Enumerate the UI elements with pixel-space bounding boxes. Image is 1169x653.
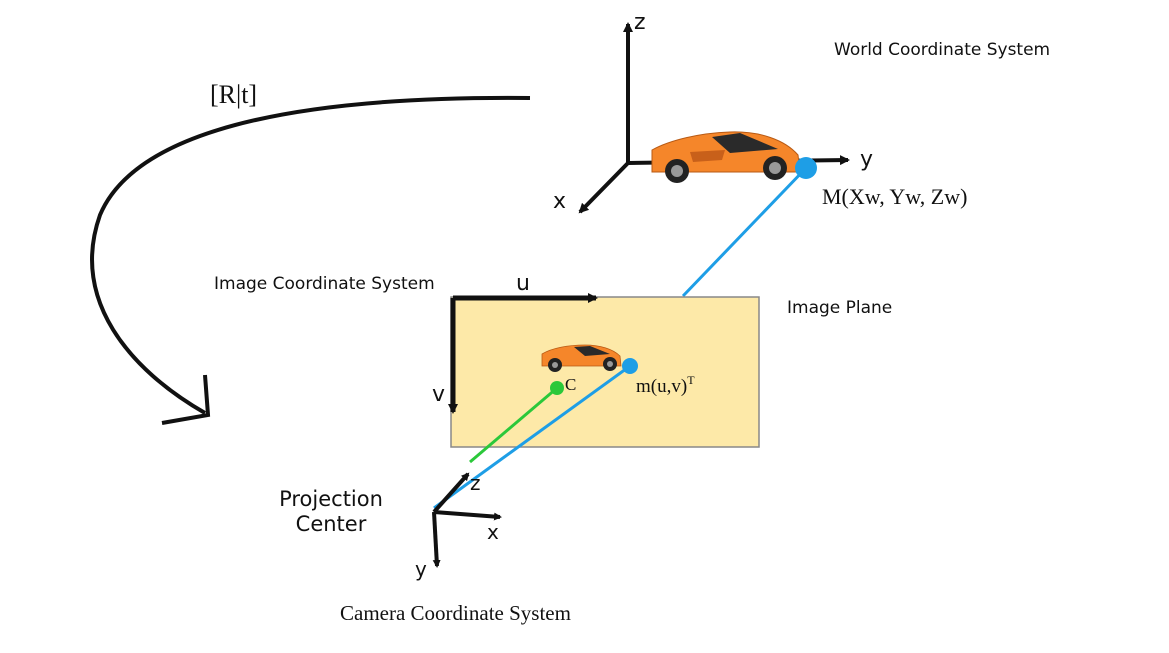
camera-axes <box>432 472 502 568</box>
image-plane-label: Image Plane <box>787 298 892 318</box>
rotation-translation-label: [R|t] <box>210 80 257 109</box>
world-point-marker <box>795 157 817 179</box>
image-car-icon <box>541 344 622 372</box>
camera-axis-y-label: y <box>415 557 427 581</box>
projection-center-label-line2: Center <box>296 512 367 536</box>
image-axis-v-label: v <box>432 382 445 407</box>
world-to-image-ray <box>681 166 808 298</box>
optical-axis-ray <box>469 386 558 464</box>
image-point-label: m(u,v)T <box>636 373 695 397</box>
image-system-label: Image Coordinate System <box>214 274 435 294</box>
camera-axis-x-label: x <box>487 520 499 544</box>
camera-system-label: Camera Coordinate System <box>340 601 571 625</box>
image-point-marker <box>622 358 638 374</box>
image-point-ray <box>433 364 631 510</box>
principal-point-marker <box>550 381 564 395</box>
world-axis-y-label: y <box>860 147 873 172</box>
world-point-label: M(Xw, Yw, Zw) <box>822 184 967 209</box>
world-axis-z-label: z <box>634 10 646 35</box>
camera-axis-z-label: z <box>470 471 481 495</box>
world-system-label: World Coordinate System <box>834 40 1050 60</box>
world-axes <box>578 22 850 214</box>
image-axis-u-label: u <box>516 271 530 296</box>
world-axis-x-label: x <box>553 189 566 214</box>
world-car-icon <box>651 131 801 183</box>
projection-center-label-line1: Projection <box>279 487 383 511</box>
rotation-translation-arrow <box>90 95 531 425</box>
image-plane <box>450 296 760 448</box>
image-axes <box>448 293 598 414</box>
principal-point-label: C <box>565 375 576 394</box>
